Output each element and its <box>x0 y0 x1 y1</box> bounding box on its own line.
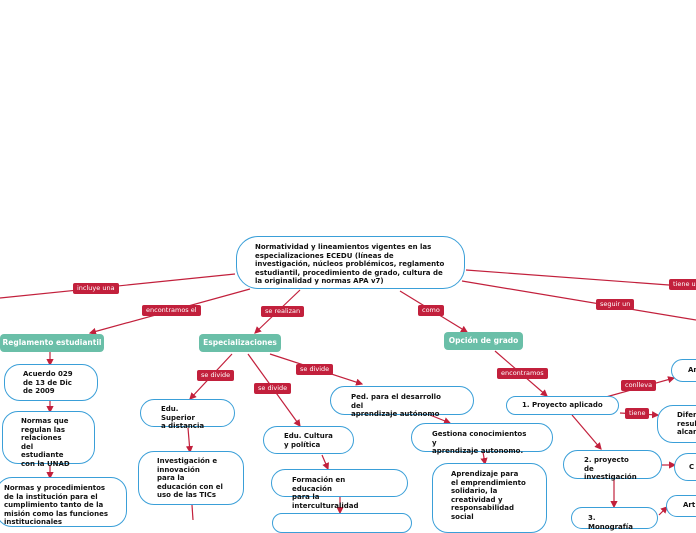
opcion-grado-node[interactable]: Opción de grado <box>444 332 523 350</box>
ped-desarrollo-text: Ped. para el desarrollo del aprendizaje … <box>351 393 441 419</box>
label-como: como <box>418 305 444 316</box>
investigacion-text: Investigación e innovación para la educa… <box>157 457 223 500</box>
proyecto-invest-text: 2. proyecto de investigación <box>584 456 637 482</box>
acuerdo-node[interactable]: Acuerdo 029 de 13 de Dic de 2009 <box>4 364 98 401</box>
label-se-divide-3: se divide <box>296 364 334 375</box>
art-text: Art <box>683 501 696 509</box>
aprendizaje-node[interactable]: Aprendizaje para el emprendimiento solid… <box>432 463 547 533</box>
edu-cultura-text: Edu. Cultura y política <box>284 432 333 449</box>
label-encontramos: encontramos <box>497 368 548 379</box>
edge-proyecto-invest2 <box>571 414 602 450</box>
reglamento-text: Reglamento estudiantil <box>2 337 102 347</box>
edge-root-tiene <box>465 269 696 288</box>
label-tiene: tiene <box>625 408 650 419</box>
an-node[interactable]: An <box>671 359 696 382</box>
label-conlleva: conlleva <box>621 380 657 391</box>
edge-edusup-invest <box>185 427 194 454</box>
gestiona-text: Gestiona conocimientos y aprendizaje aut… <box>432 430 527 456</box>
monografia-text: 3. Monografía <box>588 514 633 531</box>
investigacion-node[interactable]: Investigación e innovación para la educa… <box>138 451 244 505</box>
proyecto-aplicado-node[interactable]: 1. Proyecto aplicado <box>506 396 619 415</box>
diferen-text: Diferen resulta alcanz <box>677 411 696 437</box>
especializaciones-text: Especializaciones <box>203 337 277 347</box>
acuerdo-text: Acuerdo 029 de 13 de Dic de 2009 <box>23 370 73 396</box>
label-se-realizan: se realizan <box>261 306 305 317</box>
c-text: C <box>689 463 695 471</box>
edge-invest-down <box>191 504 194 520</box>
edu-superior-node[interactable]: Edu. Superior a distancia <box>140 399 235 430</box>
normas-que-node[interactable]: Normas que regulan las relaciones del es… <box>2 411 95 468</box>
label-tiene-u: tiene u <box>669 279 696 290</box>
label-incluye-una: incluye una <box>73 283 119 294</box>
normas-que-text: Normas que regulan las relaciones del es… <box>21 417 70 468</box>
opcion-grado-text: Opción de grado <box>448 335 519 345</box>
proyecto-aplicado-text: 1. Proyecto aplicado <box>522 401 603 409</box>
edge-ped-gestiona <box>429 414 452 425</box>
diferen-node[interactable]: Diferen resulta alcanz <box>657 405 696 443</box>
edu-superior-text: Edu. Superior a distancia <box>161 405 205 431</box>
art-node[interactable]: Art <box>666 495 696 517</box>
proyecto-invest-node[interactable]: 2. proyecto de investigación <box>563 450 662 482</box>
formacion-child-node[interactable] <box>272 513 412 533</box>
formacion-node[interactable]: Formación en educación para la intercult… <box>271 469 408 510</box>
root-text: Normatividad y lineamientos vigentes en … <box>255 243 445 286</box>
edge-root-seguir <box>461 280 696 321</box>
gestiona-node[interactable]: Gestiona conocimientos y aprendizaje aut… <box>411 423 553 455</box>
aprendizaje-text: Aprendizaje para el emprendimiento solid… <box>451 470 526 521</box>
root-node[interactable]: Normatividad y lineamientos vigentes en … <box>236 236 465 289</box>
formacion-text: Formación en educación para la intercult… <box>292 476 359 510</box>
ped-desarrollo-node[interactable]: Ped. para el desarrollo del aprendizaje … <box>330 386 474 418</box>
reglamento-node[interactable]: Reglamento estudiantil <box>0 334 104 352</box>
especializaciones-node[interactable]: Especializaciones <box>199 334 281 352</box>
connector-lines <box>0 269 696 520</box>
an-text: An <box>688 366 696 374</box>
c-node[interactable]: C <box>674 453 696 481</box>
monografia-node[interactable]: 3. Monografía <box>571 507 658 531</box>
edge-mono-art <box>658 506 668 516</box>
label-se-divide-2: se divide <box>254 383 292 394</box>
label-se-divide-1: se divide <box>197 370 235 381</box>
normas-proc-text: Normas y procedimientos de la institució… <box>4 484 108 527</box>
edge-educult-formacion <box>321 454 329 471</box>
mind-map-canvas: Normatividad y lineamientos vigentes en … <box>0 236 696 533</box>
label-seguir-un: seguir un <box>596 299 635 310</box>
edu-cultura-node[interactable]: Edu. Cultura y política <box>263 426 354 454</box>
edge-gestiona-aprend <box>480 451 488 466</box>
label-encontramos-el: encontramos el <box>142 305 201 316</box>
